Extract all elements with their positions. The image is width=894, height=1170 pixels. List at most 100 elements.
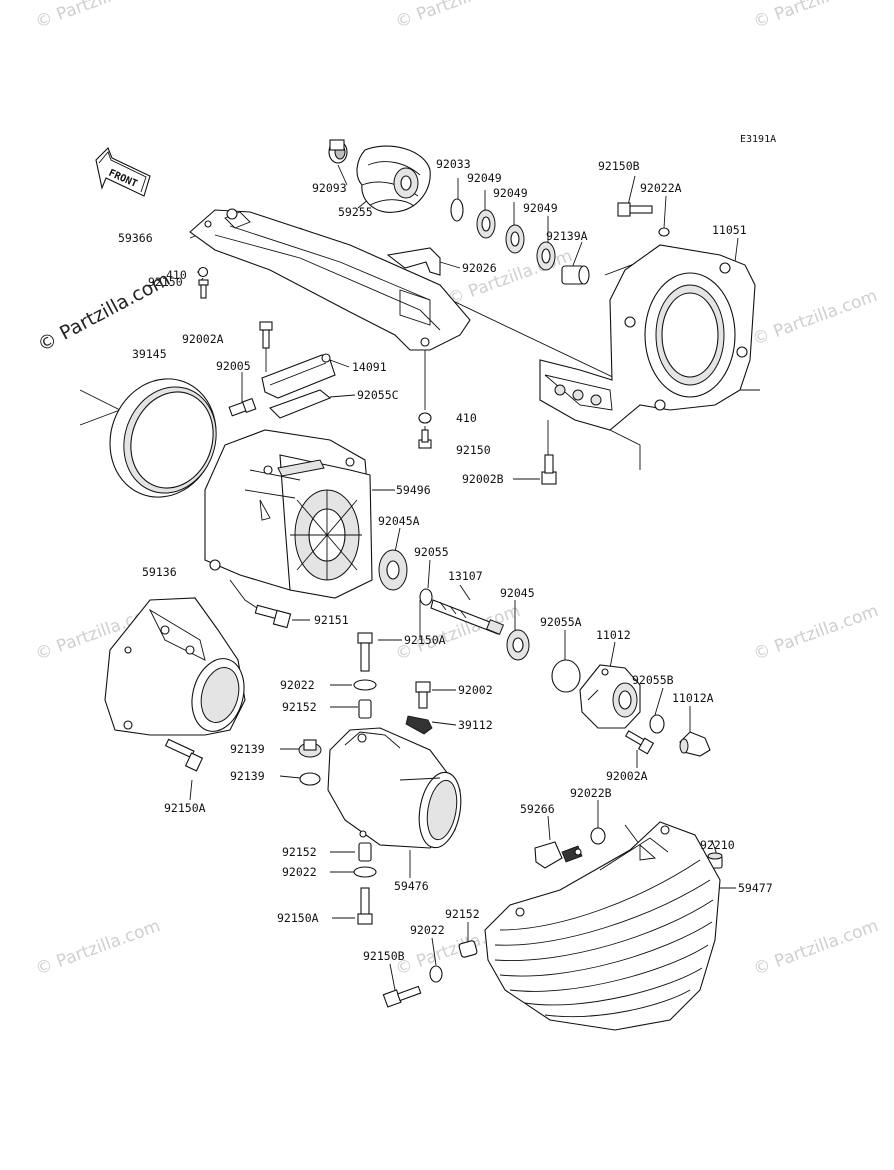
washer-92022 [429,965,443,983]
washer-410 [418,412,432,424]
cap-92093 [328,139,348,164]
label-92055: 92055 [414,545,449,559]
bearing-92045A [378,549,408,591]
bolt-92150A [357,632,373,672]
steering-nozzle-59476 [327,727,462,849]
watermark: © Partzilla.com [751,601,881,665]
bearing-92049 [505,224,525,254]
label-59496: 59496 [396,483,431,497]
label-11051: 11051 [712,223,747,237]
label-92152: 92152 [282,700,317,714]
bolt-92002A [259,321,273,349]
label-92033: 92033 [436,157,471,171]
o-ring-92055 [419,588,433,606]
label-59366: 59366 [118,231,153,245]
washer-92022B [590,827,606,845]
bearing-92049 [536,241,556,271]
watermark: © Partzilla.com [33,916,163,980]
cap-11012 [579,664,641,729]
label-92150: 92150 [148,275,183,289]
bolt-92150B [617,202,653,217]
collar-92152 [358,842,372,862]
label-92022A: 92022A [640,181,682,195]
label-92022: 92022 [410,923,445,937]
label-92139: 92139 [230,742,265,756]
collar-92152 [458,940,478,958]
label-92210: 92210 [700,838,735,852]
label-92049: 92049 [523,201,558,215]
bolt-92150A [164,738,204,772]
pump-body-59496 [204,429,373,599]
bearing-92049 [476,209,496,239]
ring-39145 [109,378,217,498]
gasket-92055C [268,389,332,419]
collar-92152 [358,699,372,719]
clip-39112 [405,715,433,735]
bolt-92151 [254,604,292,629]
watermark: © Partzilla.com [751,916,881,980]
bearing-92045 [506,629,530,661]
label-92026: 92026 [462,261,497,275]
nozzle-59136 [104,597,246,736]
bolt-92150A [357,887,373,925]
diagram-code: E3191A [740,134,776,145]
label-92150B: 92150B [363,949,405,963]
label-92045A: 92045A [378,514,420,528]
label-39145: 39145 [132,347,167,361]
label-92022: 92022 [280,678,315,692]
pump-housing-11051 [539,244,756,431]
label-92139: 92139 [230,769,265,783]
fitting-59266 [534,841,583,869]
collar-92139 [299,772,321,786]
fitting-92005 [228,397,257,417]
label-11012A: 11012A [672,691,714,705]
washer-410 [197,266,209,278]
clip-92026 [386,247,441,276]
label-59136: 59136 [142,565,177,579]
shaft-13107 [430,599,505,635]
label-410: 410 [166,268,187,282]
label-92151: 92151 [314,613,349,627]
plug-11012A [679,731,711,757]
label-92152: 92152 [445,907,480,921]
o-ring-92033 [450,198,464,222]
collar-92139A [561,265,590,285]
label-92055A: 92055A [540,615,582,629]
bolt-92150 [418,429,432,449]
label-92150: 92150 [456,443,491,457]
watermark: © Partzilla.com [750,286,880,350]
label-92150A: 92150A [164,801,206,815]
label-92049: 92049 [467,171,502,185]
label-92150A: 92150A [277,911,319,925]
watermark: © Partzilla.com [393,0,523,33]
bolt-92002B [541,454,557,485]
o-ring-92055B [649,714,665,734]
cover-14091 [261,353,336,399]
label-92022B: 92022B [570,786,612,800]
label-92002A: 92002A [182,332,224,346]
label-39112: 39112 [458,718,493,732]
o-ring-92055A [551,659,581,693]
label-59477: 59477 [738,881,773,895]
label-14091: 14091 [352,360,387,374]
watermark: © Partzilla.com [33,0,163,33]
label-92022: 92022 [282,865,317,879]
bolt-92002A [624,730,655,755]
label-59255: 59255 [338,205,373,219]
bolt-92002 [415,681,431,709]
label-92049: 92049 [493,186,528,200]
impeller-59255 [356,145,431,213]
washer-92022 [353,866,377,878]
label-11012: 11012 [596,628,631,642]
label-92045: 92045 [500,586,535,600]
bolt-92150B [382,985,422,1008]
label-13107: 13107 [448,569,483,583]
washer-92022A [658,227,670,237]
label-92150B: 92150B [598,159,640,173]
watermark: © Partzilla.com [751,0,881,33]
label-410: 410 [456,411,477,425]
cover-59477 [484,821,721,1031]
label-92055C: 92055C [357,388,399,402]
front-arrow-icon: FRONT [95,147,151,197]
